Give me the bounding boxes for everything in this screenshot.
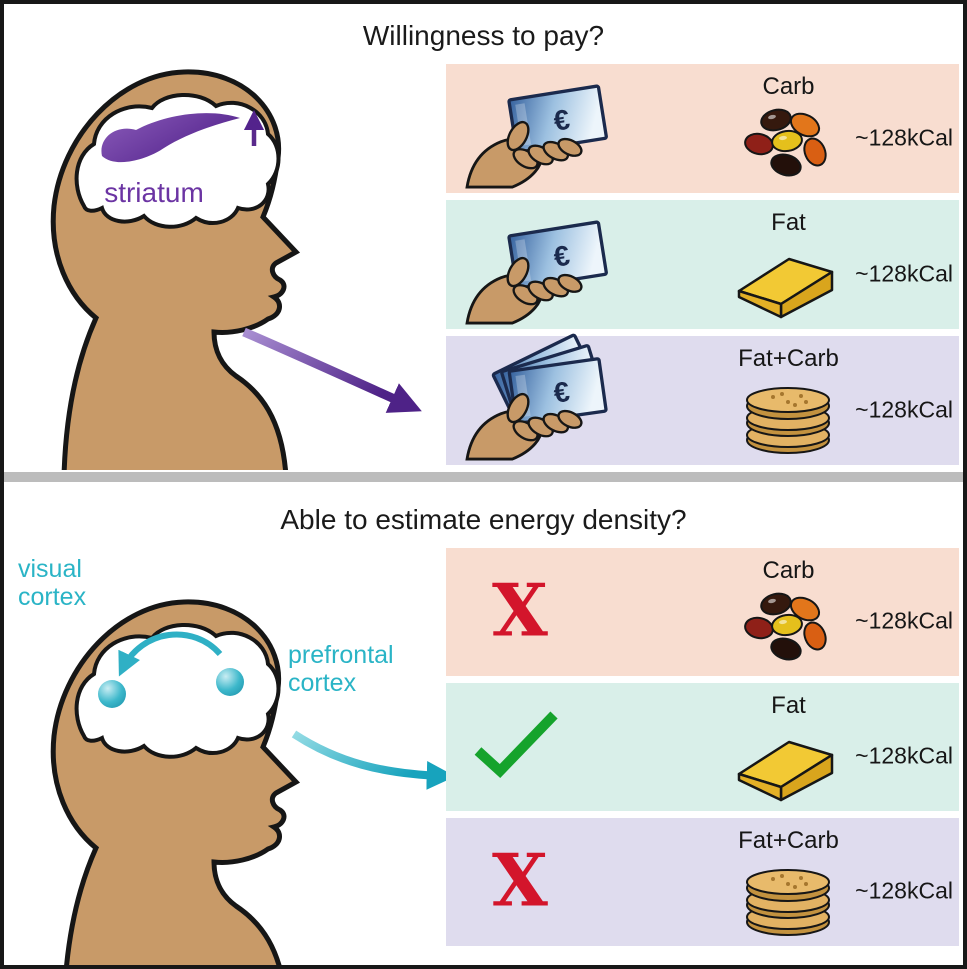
food-label: Carb (762, 557, 815, 584)
food-label: Fat (771, 692, 806, 719)
visual-cortex-dot (98, 680, 126, 708)
head-profile-striatum-illustration: striatum (50, 69, 301, 470)
panel-title-top: Willingness to pay? (362, 20, 605, 51)
hand-fingers (506, 256, 583, 305)
section-divider (4, 472, 963, 482)
striatum-shape (101, 113, 240, 163)
kcal-label: ~128kCal (855, 742, 953, 769)
kcal-label: ~128kCal (855, 124, 953, 150)
cheese-wedge-icon (737, 740, 834, 802)
wtp-rows: € Carb (446, 64, 959, 470)
wtp-row-carb: € Carb (446, 64, 959, 193)
visual-cortex-line1: visual (18, 555, 82, 583)
hand-fingers (506, 392, 583, 441)
purple-pointer-arrow-icon (242, 327, 422, 413)
prefrontal-cortex-dot (216, 668, 244, 696)
food-label: Fat+Carb (738, 827, 839, 854)
kcal-label: ~128kCal (855, 607, 953, 634)
hand-euro-bill-fan-icon: € (465, 333, 608, 460)
kcal-label: ~128kCal (855, 396, 953, 422)
kcal-label: ~128kCal (855, 260, 953, 286)
prefrontal-cortex-line2: cortex (288, 668, 357, 697)
panel-willingness-to-pay: Willingness to pay? striatum € (4, 4, 963, 470)
panel-title-bottom: Able to estimate energy density? (280, 504, 687, 535)
visual-cortex-label: visual cortex (18, 555, 87, 611)
density-row-fat: Fat ~128kCal (446, 683, 959, 811)
prefrontal-cortex-label: prefrontal cortex (288, 641, 394, 697)
euro-symbol: € (551, 239, 572, 273)
euro-symbol: € (552, 375, 572, 409)
kcal-label: ~128kCal (855, 877, 953, 904)
hand-one-euro-bill-icon: € (465, 84, 608, 188)
cortex-connection-arrow-icon (118, 631, 223, 677)
panel-energy-density: Able to estimate energy density? visual … (4, 486, 963, 965)
cross-icon: X (492, 567, 548, 653)
wtp-row-fatcarb: € Fat+Carb (446, 333, 959, 465)
cross-icon: X (492, 837, 548, 923)
jelly-beans-icon (744, 592, 827, 661)
jelly-beans-icon (744, 108, 827, 177)
check-icon (474, 711, 558, 778)
food-label: Carb (762, 73, 815, 100)
hand-one-euro-bill-icon: € (465, 220, 608, 324)
cheese-wedge-icon (737, 257, 834, 319)
food-label: Fat (771, 209, 806, 236)
cracker-stack-icon (746, 387, 830, 454)
wtp-row-fat: € Fat ~128kCal (446, 200, 959, 329)
density-row-fatcarb: X Fat+Carb ~128kCal (446, 818, 959, 946)
density-row-carb: X Carb ~128kCal (446, 548, 959, 676)
brain-outline (74, 92, 281, 229)
head-profile-cortex-illustration (50, 599, 301, 965)
visual-cortex-line2: cortex (18, 582, 87, 611)
cracker-stack-icon (746, 869, 830, 936)
striatum-label: striatum (104, 177, 204, 208)
hand-fingers (506, 120, 583, 169)
prefrontal-cortex-line1: prefrontal (288, 641, 394, 669)
teal-pointer-arrow-icon (291, 730, 456, 790)
food-label: Fat+Carb (738, 345, 839, 372)
euro-symbol: € (551, 103, 572, 137)
density-rows: X Carb ~128kCal Fat (446, 548, 959, 953)
